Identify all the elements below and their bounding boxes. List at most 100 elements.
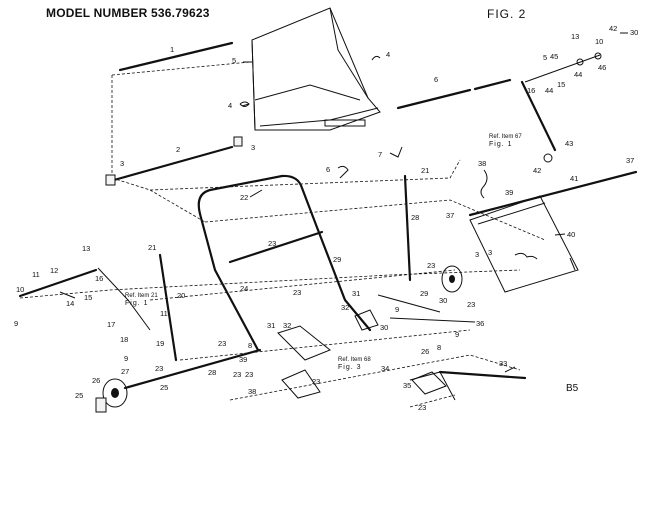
callout-label: 28 xyxy=(208,368,216,377)
part-clip-4 xyxy=(371,55,381,61)
callout-label: 8 xyxy=(248,341,252,350)
callout-label: 11 xyxy=(160,309,168,318)
callout-label: 8 xyxy=(437,343,441,352)
callout-label: 9 xyxy=(395,305,399,314)
part-rod-33 xyxy=(438,370,527,380)
part-rod-12 xyxy=(18,268,98,298)
callout-label: 16 xyxy=(95,274,103,283)
callout-label: 23 xyxy=(233,370,241,379)
part-rod-2 xyxy=(112,145,234,182)
callout-label: 3 xyxy=(251,143,255,152)
callout-label: 3 xyxy=(120,159,124,168)
callout-label: 14 xyxy=(66,299,74,308)
figure-label: FIG. 2 xyxy=(487,7,527,21)
callout-label: 24 xyxy=(240,284,248,293)
part-wheel-right xyxy=(441,265,463,293)
page-code: B5 xyxy=(566,383,579,394)
callout-label: 25 xyxy=(160,383,168,392)
part-handle-24 xyxy=(198,212,260,352)
ref-caption-68: Ref. Item 68 Fig. 3 xyxy=(338,357,371,371)
part-washer-45 xyxy=(576,58,584,66)
part-bushing-44 xyxy=(543,153,553,163)
callout-label: 44 xyxy=(574,70,582,79)
callout-label: 9 xyxy=(124,354,128,363)
callout-label: 10 xyxy=(16,285,24,294)
model-number: MODEL NUMBER 536.79623 xyxy=(46,6,210,20)
part-hopper-5 xyxy=(251,7,381,131)
callout-label: 36 xyxy=(476,319,484,328)
callout-labels: 1 2 3 3 4 4 5 6 6 7 21 22 23 21 13 11 12… xyxy=(14,24,638,412)
part-tube-21 xyxy=(403,174,412,282)
callout-label: 5 xyxy=(543,53,547,62)
callout-label: 39 xyxy=(239,355,247,364)
ref-caption-line2: Fig. 3 xyxy=(338,364,362,371)
callout-label: 22 xyxy=(240,193,248,202)
part-rod-8 xyxy=(396,88,472,110)
part-link-14 xyxy=(59,291,76,299)
callout-label: 31 xyxy=(267,321,275,330)
callout-label: 23 xyxy=(155,364,163,373)
part-wheel-26 xyxy=(102,378,128,408)
part-rod-41 xyxy=(468,170,638,217)
callout-label: 38 xyxy=(478,159,486,168)
callout-label: 19 xyxy=(156,339,164,348)
part-plate-35 xyxy=(411,371,447,395)
ref-caption-21: Ref. Item 21 Fig. 1 xyxy=(125,293,158,307)
callout-label: 4 xyxy=(228,101,232,110)
part-rod-upper-right xyxy=(524,54,601,83)
callout-label: 1 xyxy=(170,45,174,54)
callout-label: 4 xyxy=(386,50,390,59)
callout-label: 30 xyxy=(380,323,388,332)
callout-label: 15 xyxy=(84,293,92,302)
callout-label: 31 xyxy=(352,289,360,298)
callout-label: 23 xyxy=(312,377,320,386)
callout-label: 12 xyxy=(50,266,58,275)
callout-label: 23 xyxy=(293,288,301,297)
callout-label: 26 xyxy=(421,347,429,356)
callout-label: 21 xyxy=(421,166,429,175)
callout-label: 37 xyxy=(626,156,634,165)
ref-caption-line1: Ref. Item 21 xyxy=(125,293,158,299)
part-arm-43 xyxy=(520,80,557,152)
callout-label: 32 xyxy=(283,321,291,330)
callout-label: 17 xyxy=(107,320,115,329)
callout-label: 6 xyxy=(326,165,330,174)
callout-label: 10 xyxy=(595,37,603,46)
callout-label: 3 xyxy=(488,248,492,257)
callout-label: 23 xyxy=(245,370,253,379)
part-washer-46 xyxy=(594,52,602,60)
callout-label: 29 xyxy=(333,255,341,264)
callout-label: 44 xyxy=(545,86,553,95)
callout-label: 13 xyxy=(82,244,90,253)
callout-label: 35 xyxy=(403,381,411,390)
ref-caption-line2: Fig. 1 xyxy=(489,141,513,148)
part-rod-20 xyxy=(158,253,178,362)
part-axle-27 xyxy=(123,348,262,390)
callout-label: 41 xyxy=(570,174,578,183)
callout-label: 30 xyxy=(630,28,638,37)
part-plate-31 xyxy=(277,325,331,361)
part-rod-1 xyxy=(118,41,234,72)
part-clip-7 xyxy=(389,146,403,158)
part-lever-17 xyxy=(97,267,151,331)
assembly-outline xyxy=(19,61,546,408)
part-bracket-3a xyxy=(105,174,116,186)
ref-caption-67: Ref. Item 67 Fig. 1 xyxy=(489,134,522,148)
callout-label: 7 xyxy=(378,150,382,159)
callout-label: 3 xyxy=(475,250,479,259)
callout-label: 40 xyxy=(567,230,575,239)
callout-label: 33 xyxy=(499,359,507,368)
callout-label: 42 xyxy=(609,24,617,33)
part-plate-bottom xyxy=(281,369,321,399)
part-spring-38 xyxy=(480,169,488,199)
callout-label: 42 xyxy=(533,166,541,175)
part-bracket-32 xyxy=(354,309,379,331)
callout-label: 32 xyxy=(341,303,349,312)
callout-label: 13 xyxy=(571,32,579,41)
callout-label: 26 xyxy=(92,376,100,385)
part-rod-23 xyxy=(228,230,324,264)
callout-label: 11 xyxy=(32,270,40,279)
ref-caption-line1: Ref. Item 68 xyxy=(338,357,371,363)
callout-label: 9 xyxy=(455,330,459,339)
callout-label: 23 xyxy=(418,403,426,412)
